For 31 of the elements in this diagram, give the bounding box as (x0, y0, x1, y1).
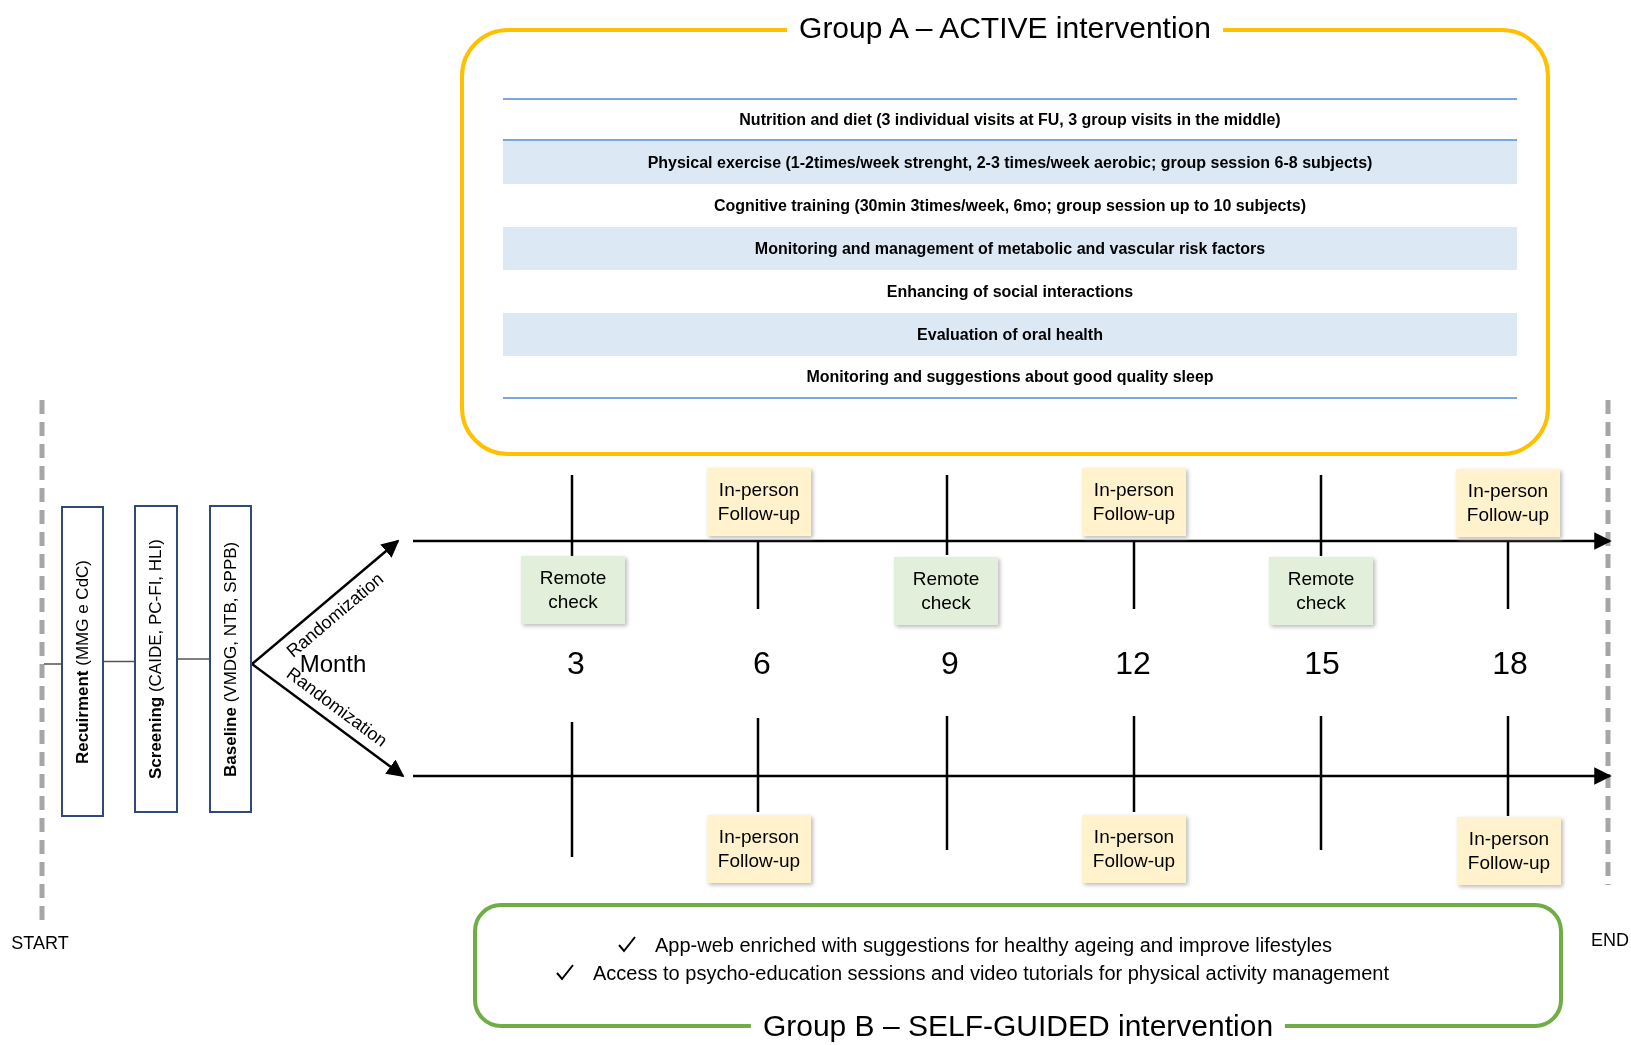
arrow (251, 663, 405, 778)
remote-check-box: Remote check (521, 556, 625, 624)
intervention-row: Cognitive training (30min 3times/week, 6mo; group session up to 10 subjects) (503, 184, 1517, 227)
intervention-row: Monitoring and management of metabolic and vascular risk factors (503, 227, 1517, 270)
end-label: END (1591, 929, 1629, 951)
intervention-row: Evaluation of oral health (503, 313, 1517, 356)
follow-up-box: In-person Follow-up (1082, 468, 1186, 536)
follow-up-box: In-person Follow-up (1457, 817, 1561, 885)
follow-up-box: In-person Follow-up (707, 815, 811, 883)
intervention-row: Nutrition and diet (3 individual visits at FU, 3 group visits in the middle) (503, 98, 1517, 141)
month-number: 6 (753, 644, 771, 682)
bullet-text: App-web enriched with suggestions for healthy ageing and improve lifestyles (655, 933, 1333, 957)
follow-up-box: In-person Follow-up (1082, 815, 1186, 883)
month-number: 3 (567, 644, 585, 682)
follow-up-box: In-person Follow-up (707, 468, 811, 536)
arrow (251, 539, 400, 665)
bullet-text: Access to psycho-education sessions and video tutorials for physical activity management (593, 961, 1389, 985)
month-number: 12 (1115, 644, 1151, 682)
intervention-row: Monitoring and suggestions about good quality sleep (503, 356, 1517, 399)
start-label: START (11, 932, 69, 954)
phase-box: Recuirment (MMG e CdC) (61, 506, 104, 817)
phase-box: Screening (CAIDE, PC-FI, HLI) (134, 505, 178, 813)
intervention-row: Enhancing of social interactions (503, 270, 1517, 313)
intervention-row: Physical exercise (1-2times/week strenght, 2-3 times/week aerobic; group session 6-8 subjects) (503, 141, 1517, 184)
remote-check-box: Remote check (1269, 557, 1373, 625)
month-number: 18 (1492, 644, 1528, 682)
month-number: 15 (1304, 644, 1340, 682)
remote-check-box: Remote check (894, 557, 998, 625)
month-number: 9 (941, 644, 959, 682)
phase-box: Baseline (VMDG, NTB, SPPB) (209, 505, 252, 813)
follow-up-box: In-person Follow-up (1456, 469, 1560, 537)
